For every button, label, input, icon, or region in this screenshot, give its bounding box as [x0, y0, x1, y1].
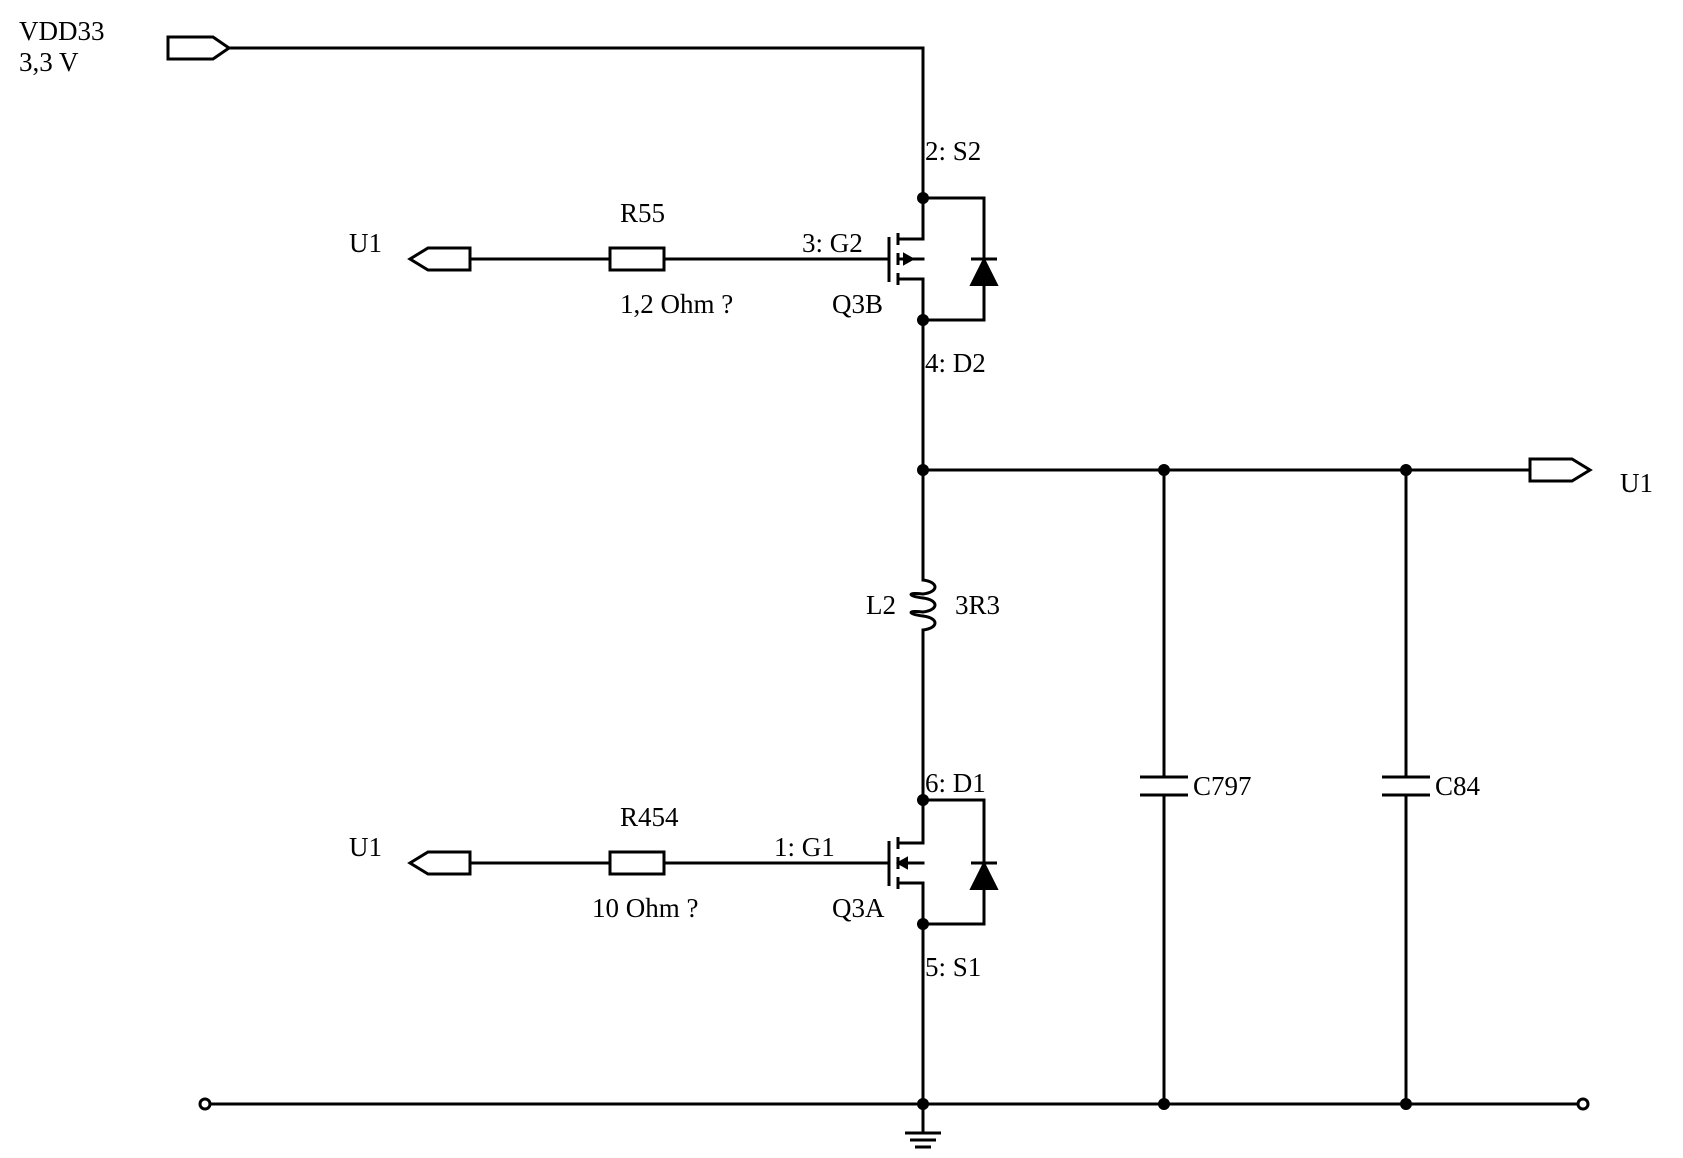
u1-gate-top-port	[407, 246, 472, 272]
inductor-l2	[909, 578, 937, 632]
q3a-source-pin-label: 5: S1	[925, 952, 981, 982]
junction-ground-c797	[1158, 1098, 1170, 1110]
supply-net-label: VDD33	[19, 16, 105, 46]
mosfet-q3a	[887, 794, 999, 930]
u1-output-label: U1	[1620, 468, 1653, 498]
c797-ref-label: C797	[1193, 771, 1252, 801]
q3b-gate-pin-label: 3: G2	[802, 228, 863, 258]
mosfet-q3b	[887, 192, 999, 326]
ground-rail-left-terminal	[198, 1097, 212, 1111]
q3a-ref-label: Q3A	[832, 893, 885, 923]
ground-symbol	[905, 1102, 941, 1149]
r454-value-label: 10 Ohm ?	[592, 893, 698, 923]
resistor-r454	[608, 850, 666, 876]
r55-ref-label: R55	[620, 198, 665, 228]
l2-ref-label: L2	[866, 590, 896, 620]
capacitor-c84	[1382, 775, 1430, 797]
q3b-ref-label: Q3B	[832, 289, 883, 319]
ground-rail-right-terminal	[1576, 1097, 1590, 1111]
vdd33-port	[166, 35, 232, 61]
q3a-gate-pin-label: 1: G1	[774, 832, 835, 862]
resistor-r55	[608, 246, 666, 272]
r55-value-label: 1,2 Ohm ?	[620, 289, 733, 319]
supply-voltage-label: 3,3 V	[19, 47, 79, 77]
c84-ref-label: C84	[1435, 771, 1481, 801]
q3b-source-pin-label: 2: S2	[925, 136, 981, 166]
l2-value-label: 3R3	[955, 590, 1000, 620]
capacitor-c797	[1140, 775, 1188, 797]
r454-ref-label: R454	[620, 802, 679, 832]
q3a-drain-pin-label: 6: D1	[925, 768, 986, 798]
q3b-drain-pin-label: 4: D2	[925, 348, 986, 378]
u1-gate-bottom-label: U1	[349, 832, 382, 862]
junction-ground-c84	[1400, 1098, 1412, 1110]
u1-gate-top-label: U1	[349, 228, 382, 258]
u1-gate-bottom-port	[407, 850, 472, 876]
u1-output-port	[1528, 457, 1593, 483]
